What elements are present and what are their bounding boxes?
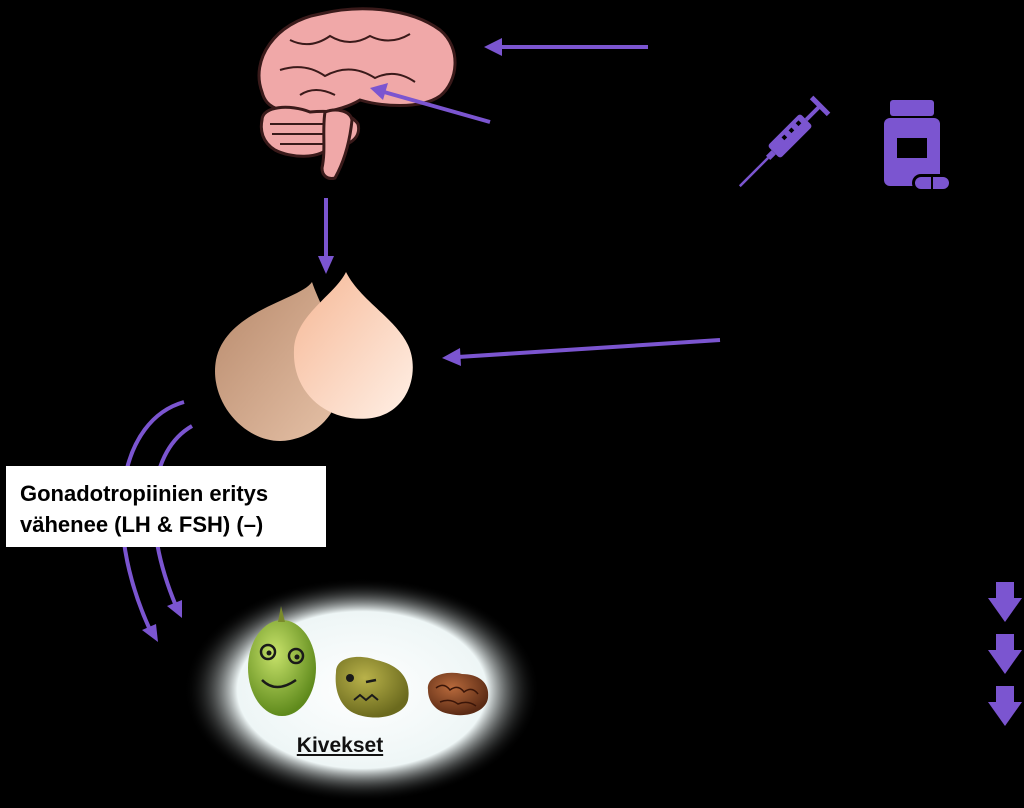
- pituitary-gland-icon: [215, 272, 413, 441]
- testes-shriveled-raisin: [427, 672, 489, 716]
- gonadotropin-feedback-label: Gonadotropiinien eritys vähenee (LH & FS…: [6, 466, 326, 547]
- testes-caption: Kivekset: [296, 734, 384, 757]
- arrow-to-brain-top: [484, 38, 648, 56]
- feedback-label-line2: vähenee (LH & FSH) (–): [20, 512, 264, 537]
- syringe-icon: [738, 95, 831, 188]
- down-arrow-icon: [988, 582, 1022, 622]
- feedback-label-line1: Gonadotropiinien eritys: [20, 481, 269, 506]
- down-arrow-icon: [988, 634, 1022, 674]
- pill-bottle-icon: [884, 100, 952, 192]
- testes-healthy-grape: [248, 606, 316, 716]
- brain-icon: [257, 7, 457, 180]
- arrow-brain-to-pituitary: [318, 198, 334, 274]
- testes-shrinking-grape: [335, 656, 409, 718]
- arrow-to-pituitary: [442, 338, 721, 366]
- down-arrow-icon: [988, 686, 1022, 726]
- arrow-to-hypothalamus: [370, 83, 491, 124]
